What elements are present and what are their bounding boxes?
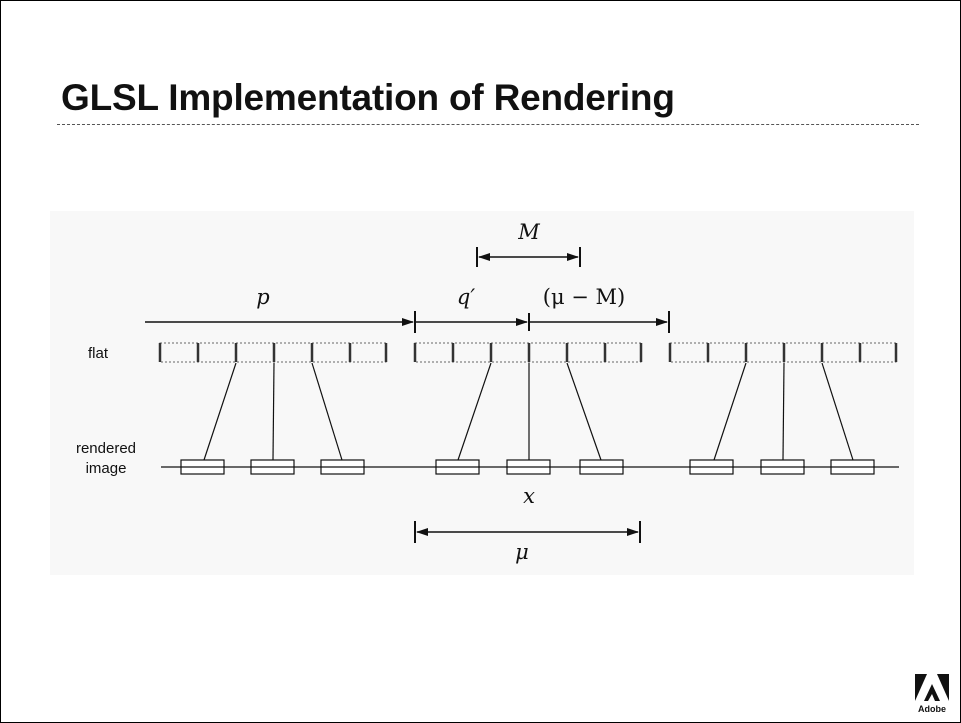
- label-x: x: [523, 484, 535, 508]
- flat-strip-3: [668, 342, 898, 363]
- rendered-box: [180, 459, 225, 475]
- rendered-box: [579, 459, 624, 475]
- flat-row-label: flat: [88, 345, 109, 362]
- connector-lines: [203, 362, 854, 461]
- label-p: p: [256, 285, 269, 309]
- rendered-box: [435, 459, 480, 475]
- rendered-row-label-line1: rendered: [76, 440, 136, 457]
- label-q-prime: q′: [457, 285, 475, 309]
- label-mu: μ: [515, 540, 529, 564]
- rendered-box: [830, 459, 875, 475]
- label-mu-minus-M: (μ − M): [543, 285, 625, 309]
- flat-strip-2: [413, 342, 643, 363]
- adobe-logo-icon: Adobe: [915, 674, 949, 714]
- rendered-boxes: [180, 459, 875, 475]
- diagram-background: [50, 211, 914, 575]
- rendered-row-label-line2: image: [86, 460, 127, 477]
- offset-arrows: [145, 311, 670, 333]
- rendered-box: [689, 459, 734, 475]
- slide-title: GLSL Implementation of Rendering: [61, 77, 675, 118]
- rendered-box: [506, 459, 551, 475]
- title-divider: [57, 124, 919, 125]
- M-interval: [476, 247, 581, 267]
- svg-text:Adobe: Adobe: [918, 704, 946, 714]
- rendered-box: [320, 459, 365, 475]
- mu-interval: [414, 521, 641, 543]
- rendered-box: [760, 459, 805, 475]
- label-M: M: [517, 220, 540, 244]
- rendered-box: [250, 459, 295, 475]
- flat-strip-1: [158, 342, 388, 363]
